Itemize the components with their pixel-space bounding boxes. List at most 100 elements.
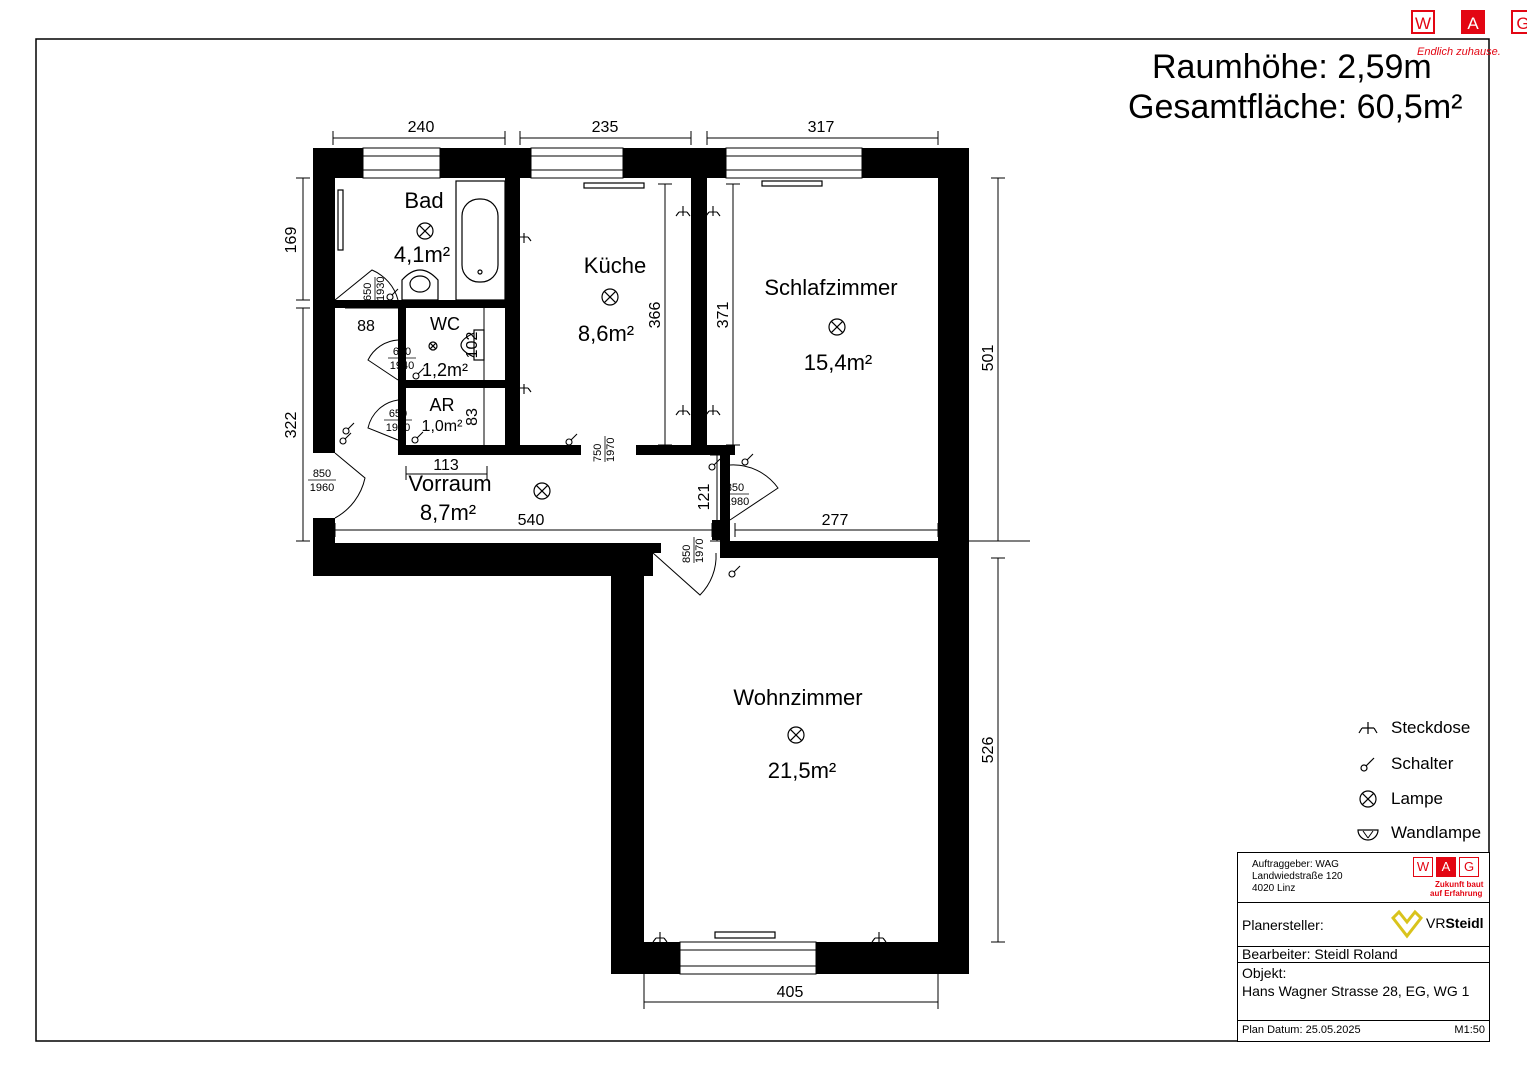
plan-date: Plan Datum: 25.05.2025 bbox=[1242, 1024, 1361, 1036]
lamp-symbols bbox=[416, 222, 846, 744]
editor-cell: Bearbeiter: Steidl Roland bbox=[1238, 946, 1489, 963]
dim-top-bad: 240 bbox=[408, 119, 435, 136]
dim-schlaf-bottom: 277 bbox=[822, 512, 849, 529]
legend-label-wall-lamp: Wandlampe bbox=[1391, 823, 1482, 842]
editor-text: Bearbeiter: Steidl Roland bbox=[1242, 946, 1398, 962]
total-area-label: Gesamtfläche: 60,5m² bbox=[1128, 88, 1463, 126]
svg-text:650: 650 bbox=[362, 283, 374, 301]
object-cell: Objekt: Hans Wagner Strasse 28, EG, WG 1 bbox=[1238, 963, 1489, 1021]
planer-label: Planersteller: bbox=[1242, 917, 1324, 933]
svg-text:850: 850 bbox=[313, 468, 331, 480]
windows bbox=[362, 147, 863, 975]
vrsteidl-logo-icon bbox=[1391, 909, 1423, 939]
client-street: Landwiedstraße 120 bbox=[1252, 871, 1343, 882]
door-wc-label: 650 1940 bbox=[388, 346, 416, 372]
dim-schlaf-height: 371 bbox=[715, 302, 732, 329]
svg-text:1960: 1960 bbox=[310, 482, 334, 494]
planer-logo-text: VRSteidl bbox=[1426, 915, 1484, 931]
door-bad-label: 650 1930 bbox=[362, 277, 387, 301]
room-name-ar: AR bbox=[429, 395, 454, 415]
svg-text:650: 650 bbox=[389, 408, 407, 420]
object-value: Hans Wagner Strasse 28, EG, WG 1 bbox=[1242, 983, 1470, 999]
client-logo: W A G bbox=[1413, 857, 1479, 877]
dim-top-schlaf: 317 bbox=[808, 119, 835, 136]
svg-text:1940: 1940 bbox=[390, 360, 414, 372]
date-cell: Plan Datum: 25.05.2025 M1:50 bbox=[1238, 1021, 1489, 1041]
svg-text:1980: 1980 bbox=[725, 496, 749, 508]
svg-text:850: 850 bbox=[681, 545, 693, 563]
door-ar-label: 650 1940 bbox=[384, 408, 412, 434]
legend-label-socket: Steckdose bbox=[1391, 718, 1471, 737]
svg-text:650: 650 bbox=[393, 346, 411, 358]
client-name: Auftraggeber: WAG bbox=[1252, 859, 1339, 870]
room-labels: Bad 4,1m² WC 1,2m² AR 1,0m² Küche 8,6m² … bbox=[394, 188, 898, 783]
dim-left-vorraum: 322 bbox=[283, 412, 300, 439]
dim-ar-height: 83 bbox=[464, 408, 481, 426]
lamp-icon bbox=[1359, 790, 1377, 808]
room-area-bad: 4,1m² bbox=[394, 242, 450, 267]
legend-item-lamp: Lampe bbox=[1357, 787, 1443, 811]
door-entry-label: 850 1960 bbox=[308, 468, 336, 494]
dim-left-bad: 169 bbox=[283, 227, 300, 254]
client-city: 4020 Linz bbox=[1252, 883, 1296, 894]
door-kueche-label: 750 1970 bbox=[592, 436, 617, 462]
room-name-kueche: Küche bbox=[584, 253, 646, 278]
object-label: Objekt: bbox=[1242, 965, 1287, 981]
dim-right-lower: 526 bbox=[980, 737, 997, 764]
svg-text:1940: 1940 bbox=[386, 422, 410, 434]
logo-letter-a: A bbox=[1461, 10, 1485, 34]
dim-right-upper: 501 bbox=[980, 345, 997, 372]
dim-vorraum-width: 540 bbox=[518, 512, 545, 529]
socket-icon bbox=[1358, 722, 1378, 734]
room-area-ar: 1,0m² bbox=[422, 418, 464, 435]
wag-logo: W A G bbox=[1411, 10, 1527, 34]
washbasin bbox=[401, 269, 439, 301]
bathtub bbox=[455, 180, 506, 301]
legend-item-socket: Steckdose bbox=[1357, 716, 1470, 740]
legend-label-lamp: Lampe bbox=[1391, 789, 1443, 808]
door-labels: 650 1930 650 1940 650 1940 850 1960 750 … bbox=[308, 277, 749, 563]
room-area-schlafzimmer: 15,4m² bbox=[804, 350, 872, 375]
door-wohn-label: 850 1970 bbox=[681, 537, 706, 563]
room-area-wc: 1,2m² bbox=[422, 360, 468, 380]
radiators bbox=[337, 180, 823, 939]
dimension-lines bbox=[296, 131, 1030, 1009]
dim-kueche-height: 366 bbox=[647, 302, 664, 329]
room-area-wohnzimmer: 21,5m² bbox=[768, 758, 836, 783]
sheet-frame bbox=[35, 38, 1490, 1042]
dimension-labels: 240 235 317 169 322 88 102 83 113 366 37… bbox=[283, 119, 997, 1001]
room-name-vorraum: Vorraum bbox=[408, 471, 491, 496]
walls bbox=[313, 148, 969, 974]
legend-item-switch: Schalter bbox=[1357, 752, 1453, 776]
planer-logo-vr: VR bbox=[1426, 915, 1446, 931]
room-name-wohnzimmer: Wohnzimmer bbox=[733, 685, 862, 710]
title-block: Auftraggeber: WAG Landwiedstraße 120 402… bbox=[1237, 852, 1490, 1042]
logo-letter-w: W bbox=[1411, 10, 1435, 34]
switch-icon bbox=[1360, 757, 1375, 772]
logo-letter-g: G bbox=[1511, 10, 1527, 34]
client-slogan-1: Zukunft baut bbox=[1435, 880, 1484, 889]
client-cell: Auftraggeber: WAG Landwiedstraße 120 402… bbox=[1238, 853, 1489, 903]
dim-bad-door: 88 bbox=[357, 318, 375, 335]
svg-text:1970: 1970 bbox=[694, 539, 706, 563]
wall-lamp-icon bbox=[1357, 829, 1379, 841]
door-schlaf-label: 850 1980 bbox=[721, 482, 749, 508]
svg-text:850: 850 bbox=[726, 482, 744, 494]
svg-text:1930: 1930 bbox=[375, 277, 387, 301]
door-swings bbox=[334, 269, 779, 596]
room-area-vorraum: 8,7m² bbox=[420, 500, 476, 525]
dim-top-kueche: 235 bbox=[592, 119, 619, 136]
planer-logo-steidl: Steidl bbox=[1445, 915, 1484, 931]
plan-scale: M1:50 bbox=[1454, 1024, 1485, 1036]
room-area-kueche: 8,6m² bbox=[578, 321, 634, 346]
legend-item-wall-lamp: Wandlampe bbox=[1357, 821, 1481, 845]
room-name-wc: WC bbox=[430, 314, 460, 334]
logo-slogan: Endlich zuhause. bbox=[1417, 46, 1501, 58]
dim-ar-width: 113 bbox=[433, 457, 459, 474]
switch-symbols bbox=[339, 288, 754, 578]
room-height-label: Raumhöhe: 2,59m bbox=[1152, 48, 1432, 86]
room-name-bad: Bad bbox=[404, 188, 443, 213]
client-slogan-2: auf Erfahrung bbox=[1430, 889, 1483, 898]
dim-wc-height: 102 bbox=[464, 332, 481, 359]
